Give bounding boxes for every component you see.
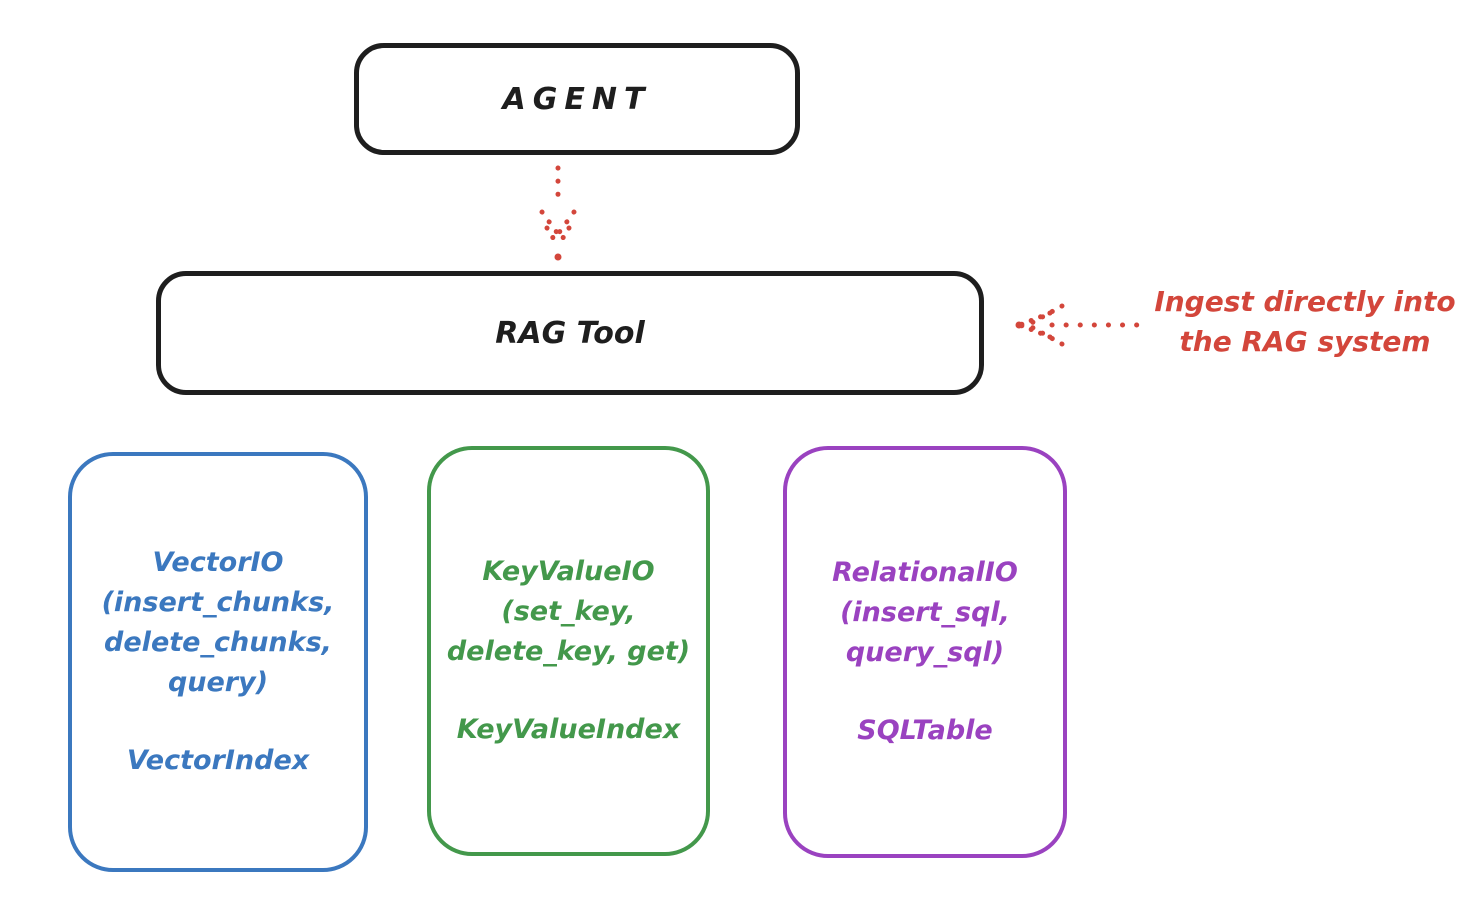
relational-io-box: RelationalIO (insert_sql, query_sql) SQL… [783,446,1067,858]
io-line: (insert_sql, [840,597,1010,628]
io-line: delete_chunks, [104,627,332,658]
vector-io-box: VectorIO (insert_chunks, delete_chunks, … [68,452,368,872]
rag-tool-box: RAG Tool [156,271,984,395]
rag-tool-label: RAG Tool [495,315,645,351]
arrow-down-dotted-icon [539,165,577,261]
annotation-ingest-note: Ingest directly into the RAG system [1138,282,1472,362]
annotation-line-2: the RAG system [1179,325,1431,358]
io-line: query) [167,667,269,698]
agent-label: AGENT [502,81,652,117]
keyvalue-io-box: KeyValueIO (set_key, delete_key, get) Ke… [427,446,710,856]
sql-table-label: SQLTable [857,715,993,746]
io-line: (insert_chunks, [101,587,335,618]
vector-index-label: VectorIndex [126,745,310,776]
io-line: delete_key, get) [446,636,691,667]
io-line: VectorIO [152,547,284,578]
arrow-left-dotted-icon [1015,303,1143,347]
keyvalue-index-label: KeyValueIndex [456,714,681,745]
annotation-line-1: Ingest directly into [1154,285,1456,318]
io-line: KeyValueIO [482,556,655,587]
io-line: query_sql) [845,637,1005,668]
agent-box: AGENT [354,43,800,155]
io-line: RelationalIO [832,557,1018,588]
io-line: (set_key, [501,596,636,627]
